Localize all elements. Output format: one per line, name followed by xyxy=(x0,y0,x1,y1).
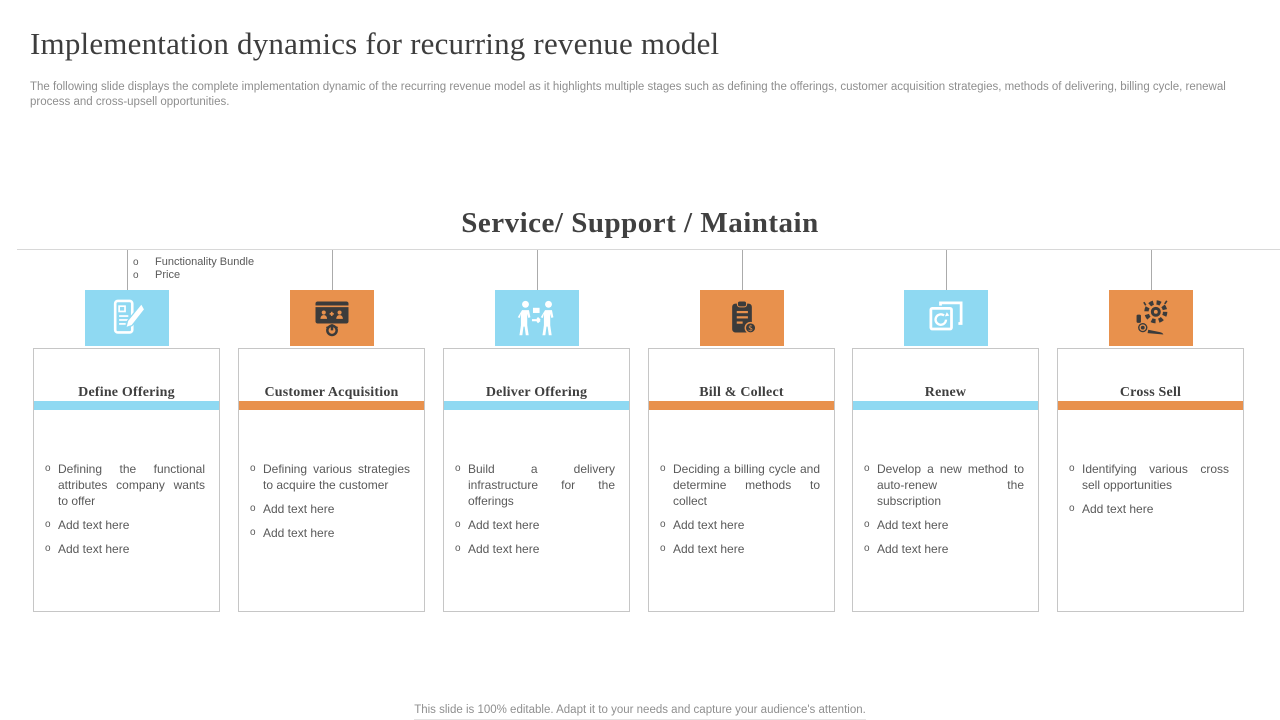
footer: This slide is 100% editable. Adapt it to… xyxy=(0,700,1280,720)
icon-box xyxy=(1108,290,1193,346)
icon-box: $ xyxy=(699,290,784,346)
stage-card-title: Deliver Offering xyxy=(485,385,588,400)
billing-clipboard-icon: $ xyxy=(721,296,763,340)
icon-box xyxy=(289,290,374,346)
browser-users-icon xyxy=(310,296,354,340)
section-heading: Service/ Support / Maintain xyxy=(461,207,819,239)
document-edit-icon xyxy=(106,296,148,340)
stage-card-title: Define Offering xyxy=(78,385,175,400)
stage-card-title: Cross Sell xyxy=(1119,385,1182,400)
timeline-connector xyxy=(536,250,538,290)
accent-bar xyxy=(239,401,424,410)
people-exchange-icon xyxy=(514,295,560,341)
accent-bar xyxy=(34,401,219,410)
footer-text: This slide is 100% editable. Adapt it to… xyxy=(414,704,866,720)
timeline-connector xyxy=(945,250,947,290)
timeline-connector xyxy=(331,250,333,290)
accent-bar xyxy=(1058,401,1243,410)
stage-card-title: Bill & Collect xyxy=(699,385,784,400)
accent-bar xyxy=(853,401,1038,410)
page-subtitle: The following slide displays the complet… xyxy=(30,81,1226,108)
accent-bar xyxy=(444,401,629,410)
stage-card-title: Customer Acquisition xyxy=(264,385,399,400)
icon-box xyxy=(84,290,169,346)
renew-icon xyxy=(924,296,968,340)
timeline-line xyxy=(17,249,1280,250)
svg-text:$: $ xyxy=(748,323,752,333)
timeline-connector xyxy=(741,250,743,290)
icon-box xyxy=(903,290,988,346)
cross-sell-gear-icon xyxy=(1129,296,1173,340)
timeline-connector xyxy=(1150,250,1152,290)
page-title: Implementation dynamics for recurring re… xyxy=(30,26,720,61)
stage-card-title: Renew xyxy=(924,385,967,400)
accent-bar xyxy=(649,401,834,410)
icon-box xyxy=(494,290,579,346)
timeline-connector xyxy=(126,250,128,290)
